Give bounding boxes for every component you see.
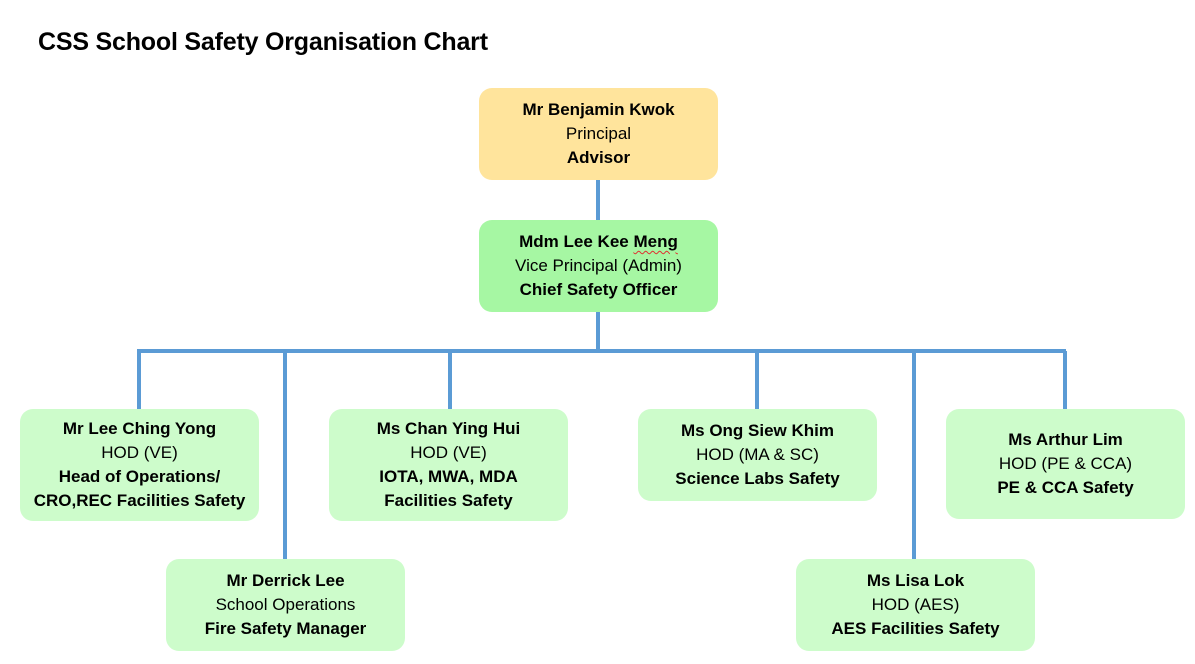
node-principal: Mr Benjamin Kwok Principal Advisor — [479, 88, 718, 180]
node-lee-ching-yong: Mr Lee Ching Yong HOD (VE) Head of Opera… — [20, 409, 259, 521]
vice-principal-role: Vice Principal (Admin) — [515, 256, 682, 275]
principal-role: Principal — [565, 124, 632, 143]
lisa-lok-duty: AES Facilities Safety — [831, 619, 1000, 638]
chan-ying-hui-role: HOD (VE) — [410, 443, 487, 462]
chart-title: CSS School Safety Organisation Chart — [38, 28, 488, 56]
vice-principal-duty: Chief Safety Officer — [519, 280, 678, 299]
node-chan-ying-hui: Ms Chan Ying Hui HOD (VE) IOTA, MWA, MDA… — [329, 409, 568, 521]
derrick-lee-duty: Fire Safety Manager — [204, 619, 367, 638]
lee-ching-yong-name: Mr Lee Ching Yong — [62, 419, 217, 438]
vice-principal-name-suffix: Meng — [633, 232, 678, 251]
node-vice-principal: Mdm Lee Kee Meng Vice Principal (Admin) … — [479, 220, 718, 312]
chan-ying-hui-duty-line2: Facilities Safety — [384, 491, 513, 510]
lisa-lok-role: HOD (AES) — [871, 595, 960, 614]
vice-principal-name: Mdm Lee Kee Meng — [519, 230, 678, 254]
chan-ying-hui-name: Ms Chan Ying Hui — [376, 419, 521, 438]
ong-siew-khim-role: HOD (MA & SC) — [696, 445, 819, 464]
ong-siew-khim-duty: Science Labs Safety — [675, 469, 840, 488]
arthur-lim-duty: PE & CCA Safety — [997, 478, 1134, 497]
vice-principal-name-prefix: Mdm Lee Kee — [519, 232, 634, 251]
lee-ching-yong-role: HOD (VE) — [101, 443, 178, 462]
node-ong-siew-khim: Ms Ong Siew Khim HOD (MA & SC) Science L… — [638, 409, 877, 501]
principal-duty: Advisor — [566, 148, 631, 167]
lisa-lok-name: Ms Lisa Lok — [866, 571, 965, 590]
chan-ying-hui-duty-line1: IOTA, MWA, MDA — [379, 467, 518, 486]
derrick-lee-name: Mr Derrick Lee — [226, 571, 345, 590]
lee-ching-yong-duty-line1: Head of Operations/ — [58, 467, 221, 486]
arthur-lim-name: Ms Arthur Lim — [1008, 430, 1123, 449]
lee-ching-yong-duty-line2: CRO,REC Facilities Safety — [33, 491, 246, 510]
principal-name: Mr Benjamin Kwok — [522, 100, 675, 119]
ong-siew-khim-name: Ms Ong Siew Khim — [680, 421, 835, 440]
node-arthur-lim: Ms Arthur Lim HOD (PE & CCA) PE & CCA Sa… — [946, 409, 1185, 519]
derrick-lee-role: School Operations — [215, 595, 356, 614]
node-lisa-lok: Ms Lisa Lok HOD (AES) AES Facilities Saf… — [796, 559, 1035, 651]
arthur-lim-role: HOD (PE & CCA) — [998, 454, 1133, 473]
node-derrick-lee: Mr Derrick Lee School Operations Fire Sa… — [166, 559, 405, 651]
